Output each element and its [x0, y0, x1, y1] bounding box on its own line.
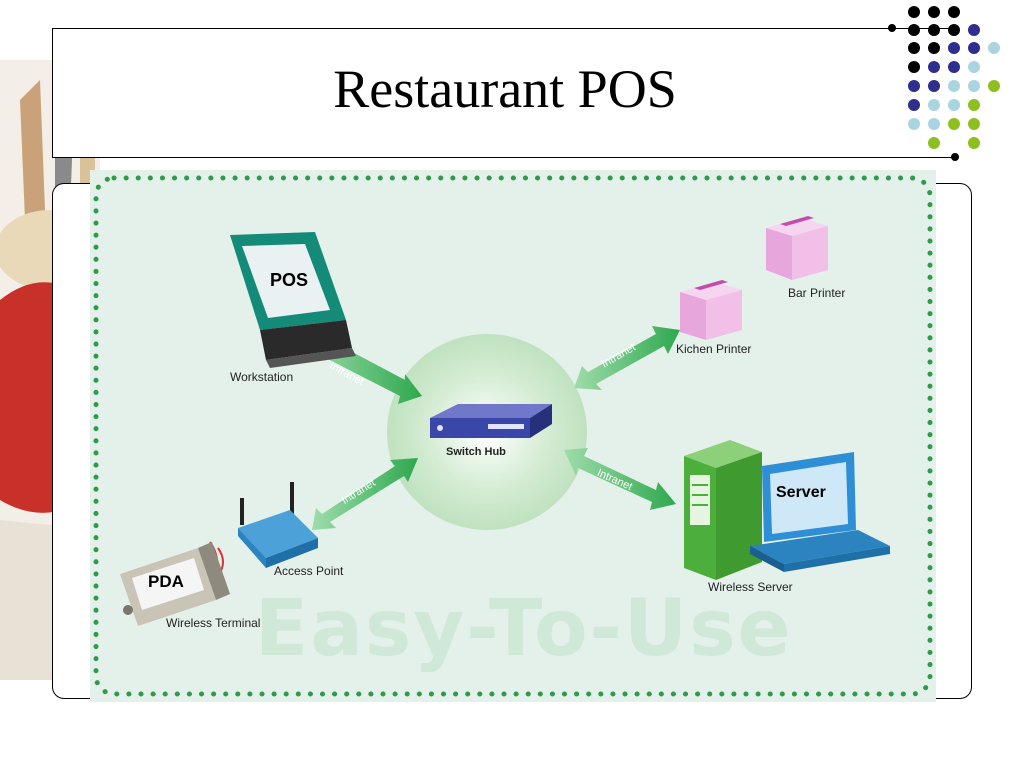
watermark-text: Easy-To-Use: [255, 584, 793, 674]
dotted-border: [93, 175, 933, 697]
pos-screen-label: POS: [270, 270, 309, 290]
pda-screen-label: PDA: [148, 572, 184, 591]
pda-icon: [120, 542, 230, 626]
page-title: Restaurant POS: [333, 59, 677, 119]
title-line-dot: [951, 153, 959, 161]
workstation-label: Workstation: [230, 370, 294, 384]
switch-hub-label: Switch Hub: [446, 446, 506, 458]
network-diagram: Easy-To-Use POS PDA Server Workstation S…: [90, 170, 936, 702]
access-point-label: Access Point: [274, 564, 344, 578]
wireless-server-label: Wireless Server: [708, 580, 793, 594]
bar-printer-label: Bar Printer: [788, 286, 846, 300]
switch-hub-icon: [430, 404, 552, 438]
server-monitor-icon: [750, 452, 890, 572]
intranet-arrow-server: [564, 448, 676, 510]
title-line-dot: [888, 24, 896, 32]
intranet-arrow-access-point: [312, 458, 418, 530]
intranet-arrow-printer: [574, 326, 680, 390]
printer-icon: [766, 216, 828, 280]
server-screen-label: Server: [776, 484, 826, 501]
kitchen-printer-label: Kichen Printer: [676, 342, 752, 356]
wireless-terminal-label: Wireless Terminal: [166, 616, 261, 630]
diagram-canvas: [93, 175, 933, 697]
dot-grid-decoration: [908, 6, 1000, 149]
pos-terminal-icon: [230, 232, 356, 368]
title-frame: [52, 28, 959, 158]
server-tower-icon: [684, 440, 762, 580]
printer-icon: [680, 280, 742, 340]
